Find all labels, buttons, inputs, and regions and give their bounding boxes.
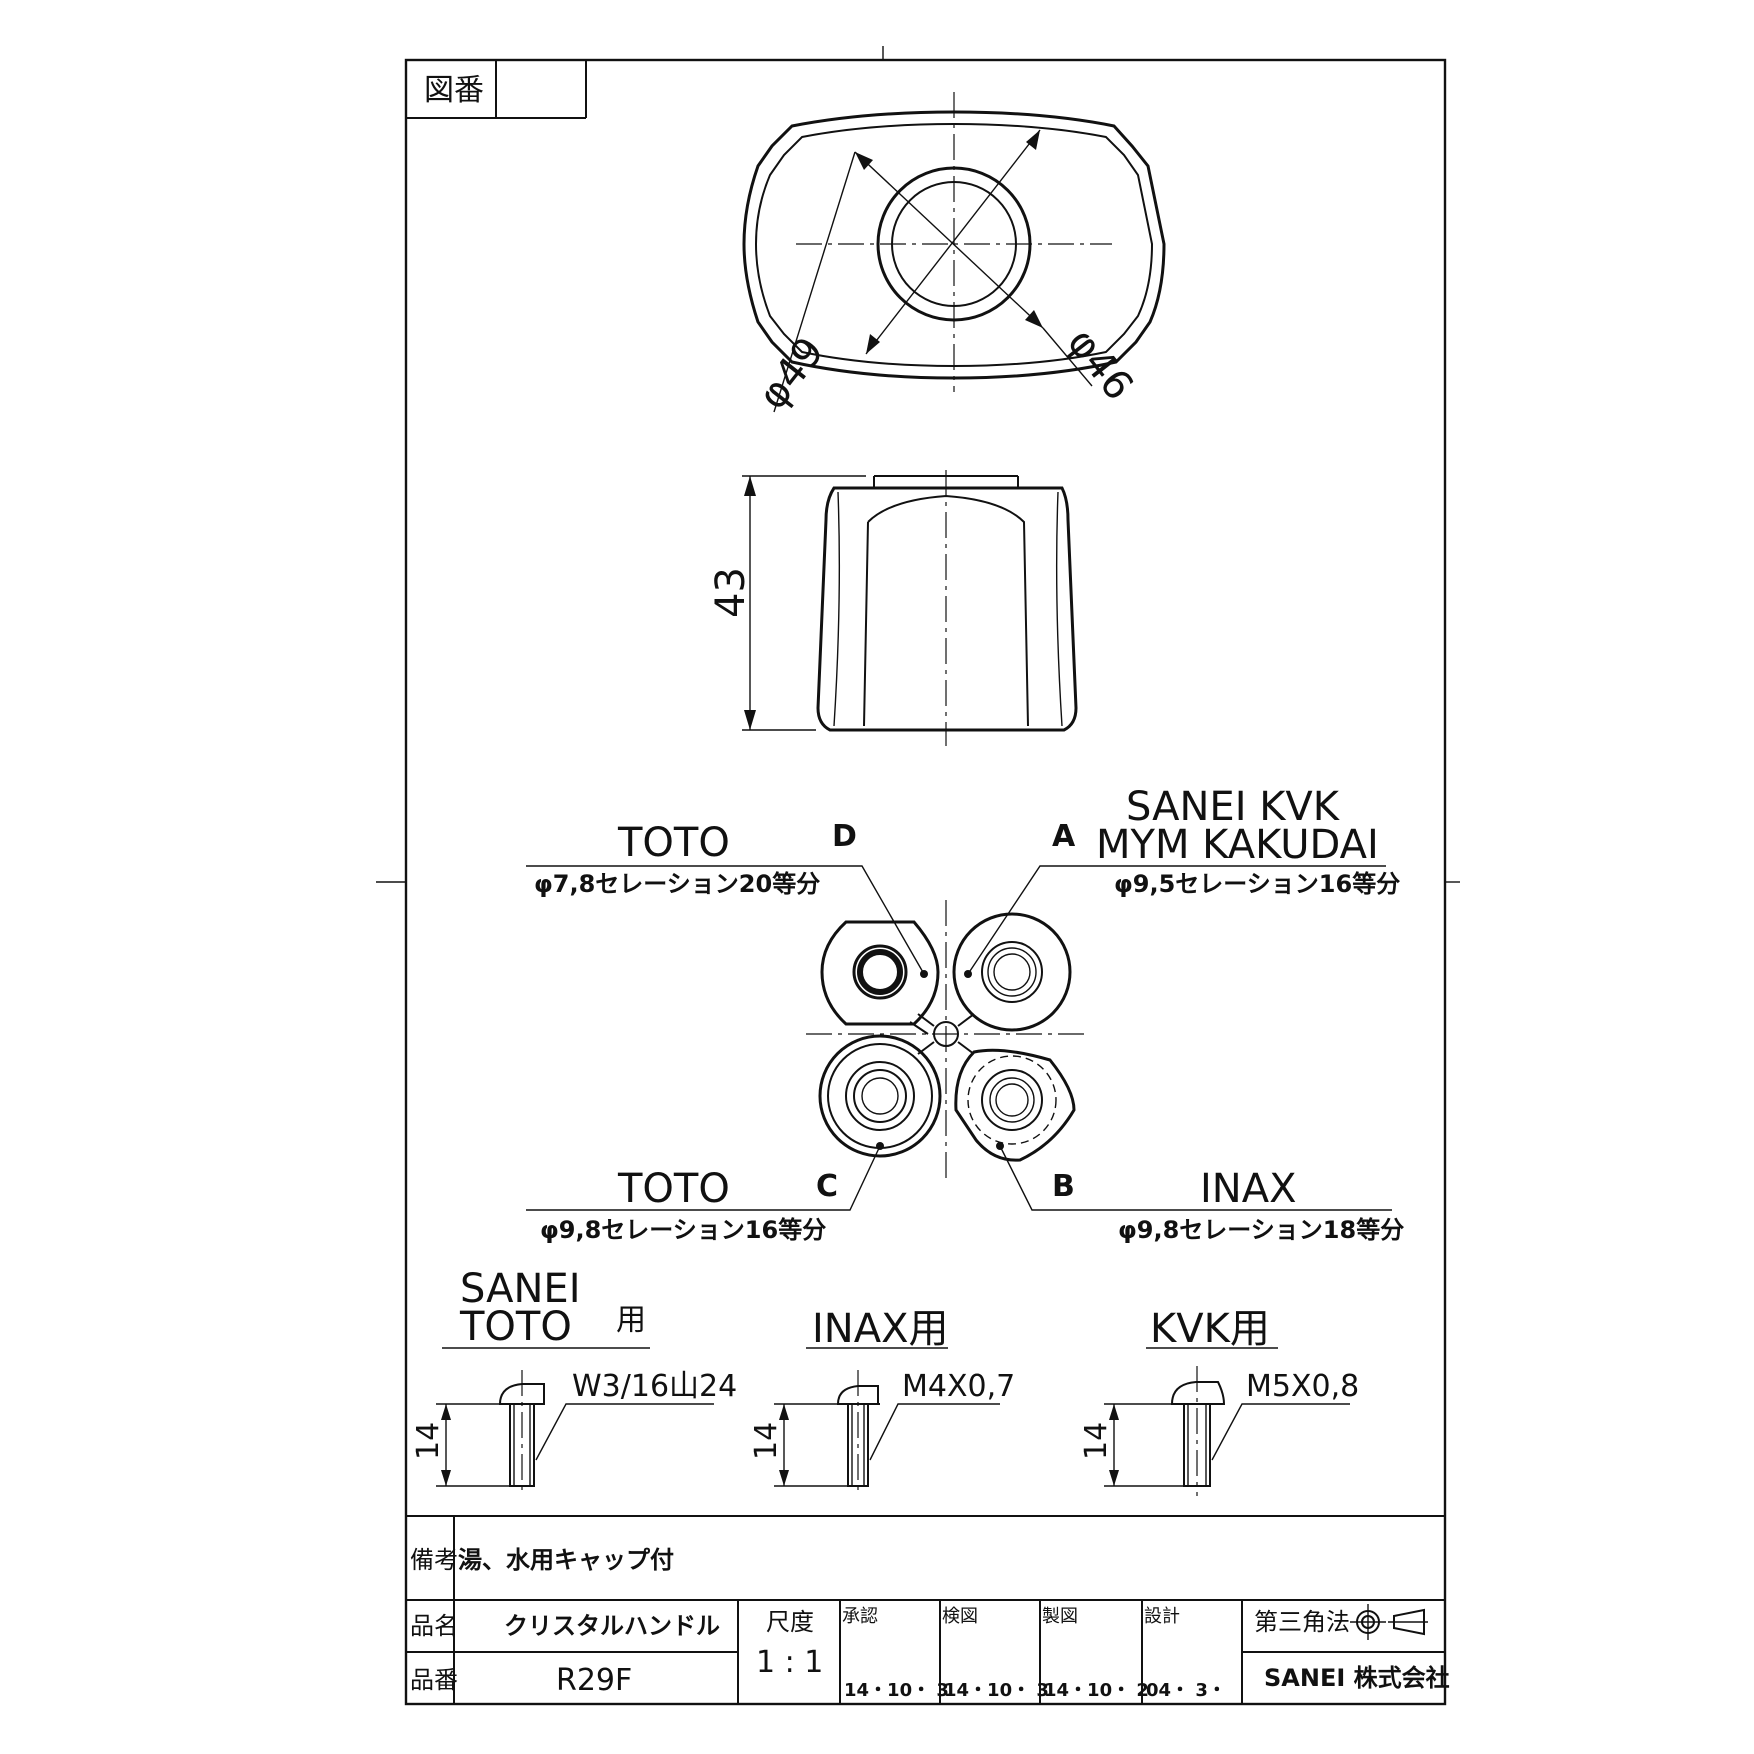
drawing-number-box: 図番: [406, 60, 587, 119]
top-view: φ49 φ46: [742, 92, 1166, 418]
approval-date-2: 14・10・ 3: [944, 1680, 1049, 1701]
label-A-brand-1: SANEI KVK: [1126, 784, 1341, 830]
screw-2-thread: M4X0,7: [902, 1369, 1015, 1404]
label-A-spec: φ9,5セレーション16等分: [1114, 870, 1400, 898]
side-view-facet: [863, 494, 1029, 727]
screw-1-title-suffix: 用: [616, 1303, 646, 1338]
socket-D: [820, 920, 940, 1026]
screw-3-length: 14: [1079, 1422, 1114, 1460]
scale-label: 尺度: [766, 1608, 814, 1636]
label-B: B: [1052, 1169, 1075, 1204]
scale-value: 1 : 1: [756, 1645, 823, 1680]
third-angle-projection-icon: [1350, 1604, 1428, 1640]
label-A-brand-2: MYM KAKUDAI: [1096, 822, 1379, 868]
socket-C: [818, 1034, 942, 1158]
hinban-value: R29F: [556, 1663, 632, 1698]
bottom-view: D TOTO φ7,8セレーション20等分 A SANEI KVK MYM KA…: [526, 784, 1404, 1244]
zuban-label: 図番: [424, 73, 484, 108]
approval-date-4: 04・ 3・: [1146, 1680, 1226, 1701]
label-C-brand: TOTO: [617, 1166, 730, 1212]
screw-1-title-line2: TOTO: [459, 1304, 572, 1350]
dim-line-outer: [773, 151, 856, 413]
screw-2-length: 14: [749, 1422, 784, 1460]
projection-label: 第三角法: [1254, 1608, 1350, 1636]
label-B-brand: INAX: [1200, 1166, 1296, 1212]
screw-2-title: INAX用: [812, 1306, 948, 1352]
label-C-spec: φ9,8セレーション16等分: [540, 1216, 826, 1244]
dim-phi-46: φ46: [1058, 320, 1142, 409]
dim-phi-49: φ49: [750, 329, 834, 418]
screw-sanei-toto: SANEI TOTO 用 W3/16山24 14: [411, 1266, 737, 1496]
screw-3-thread: M5X0,8: [1246, 1369, 1359, 1404]
approval-date-1: 14・10・ 3: [844, 1680, 949, 1701]
screw-1-title-line1: SANEI: [460, 1266, 581, 1312]
label-C: C: [816, 1169, 838, 1204]
socket-B: [954, 1048, 1076, 1162]
approval-label-4: 設計: [1144, 1606, 1180, 1627]
bikou-label: 備考: [410, 1546, 458, 1574]
bikou-value: 湯、水用キャップ付: [458, 1546, 674, 1574]
dim-height-43: 43: [708, 567, 754, 618]
label-A: A: [1052, 819, 1076, 854]
screw-kvk: KVK用 M5X0,8 14: [1079, 1306, 1359, 1496]
hinmei-value: クリスタルハンドル: [504, 1612, 720, 1640]
approval-label-1: 承認: [842, 1606, 878, 1627]
company-name: SANEI 株式会社: [1264, 1664, 1450, 1692]
label-B-spec: φ9,8セレーション18等分: [1118, 1216, 1404, 1244]
screw-1-thread: W3/16山24: [572, 1369, 737, 1404]
screw-inax: INAX用 M4X0,7 14: [749, 1306, 1015, 1496]
side-view-body: [816, 486, 1078, 732]
label-D-spec: φ7,8セレーション20等分: [534, 870, 820, 898]
side-view: 43: [708, 470, 1078, 746]
sheet-marks: [376, 46, 1460, 883]
approval-label-2: 検図: [942, 1606, 978, 1627]
screw-1-length: 14: [411, 1422, 446, 1460]
drawing-frame: [404, 58, 1447, 1706]
title-block: 備考 湯、水用キャップ付 品名 クリスタルハンドル 品番 R29F 尺度 1 :…: [406, 1515, 1450, 1704]
label-D-brand: TOTO: [617, 820, 730, 866]
hinban-label: 品番: [410, 1666, 458, 1694]
approval-date-3: 14・10・ 2: [1044, 1680, 1149, 1701]
hinmei-label: 品名: [410, 1612, 458, 1640]
center-hub: [909, 1013, 975, 1055]
approval-label-3: 製図: [1042, 1606, 1078, 1627]
screw-3-title: KVK用: [1150, 1306, 1270, 1352]
label-D: D: [832, 819, 857, 854]
socket-A: [952, 912, 1072, 1032]
